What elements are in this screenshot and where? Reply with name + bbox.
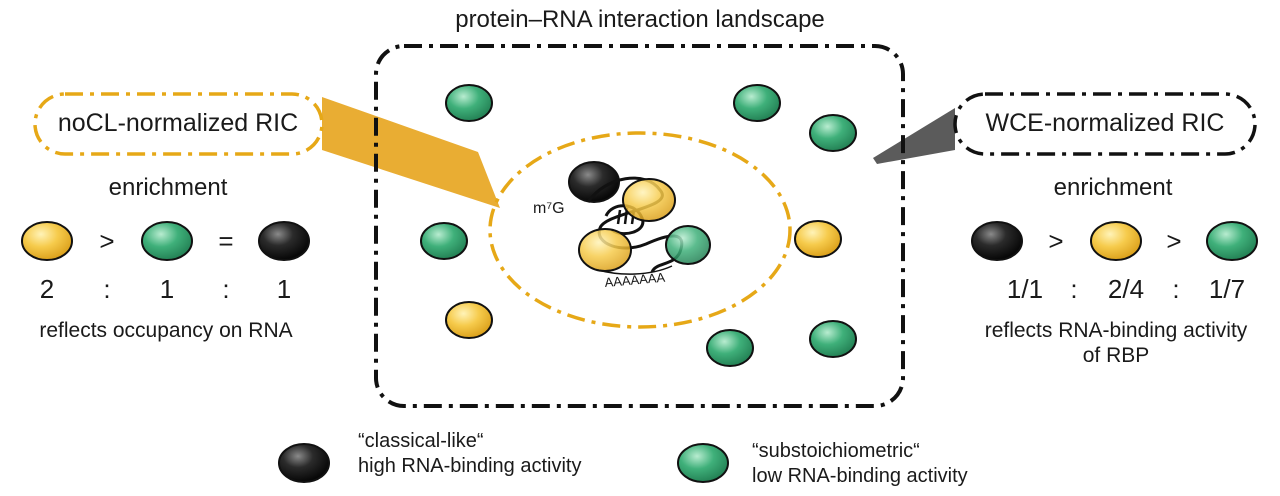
right-ratio-value: 2/4 <box>1107 274 1145 304</box>
free-protein-green <box>445 84 493 122</box>
right-comparison-symbol: > <box>1166 226 1182 256</box>
right-ratio-value: 1/1 <box>1006 274 1044 304</box>
left-enrichment-black <box>258 221 310 261</box>
legend-substoich-line2: low RNA-binding activity <box>752 465 968 487</box>
legend-classical-line1: “classical-like“ <box>358 430 484 452</box>
wce-beam <box>873 108 955 164</box>
landscape-title: protein–RNA interaction landscape <box>455 6 825 33</box>
nocl-method-pill <box>33 92 324 156</box>
free-protein-green <box>809 114 857 152</box>
nocl-method-label: noCL-normalized RIC <box>57 109 299 137</box>
free-protein-green <box>809 320 857 358</box>
bound-protein-black <box>568 161 620 203</box>
free-protein-green <box>733 84 781 122</box>
left-ratio-value: 1 <box>159 274 175 304</box>
bound-protein-yellow <box>578 228 632 272</box>
right-enrichment-black <box>971 221 1023 261</box>
right-comparison-symbol: > <box>1048 226 1064 256</box>
mrnp-complex <box>568 161 711 275</box>
right-ratio-separator: : <box>1070 274 1078 304</box>
left-ratio-separator: : <box>103 274 111 304</box>
right-ratio-separator: : <box>1172 274 1180 304</box>
left-ratio-separator: : <box>222 274 230 304</box>
right-enrichment-yellow <box>1090 221 1142 261</box>
legend-green-icon <box>677 443 729 483</box>
left-enrichment-heading: enrichment <box>108 174 228 201</box>
right-ratio-value: 1/7 <box>1208 274 1246 304</box>
cap-label: m⁷G <box>533 200 565 217</box>
free-protein-yellow <box>445 301 493 339</box>
nocl-beam <box>322 97 500 208</box>
rna-stem-bar <box>616 209 622 225</box>
legend-substoich-line1: “substoichiometric“ <box>752 440 920 462</box>
left-comparison-symbol: > <box>99 226 115 256</box>
bound-protein-yellow <box>622 178 676 222</box>
rna-bound-region <box>488 131 792 329</box>
left-caption: reflects occupancy on RNA <box>39 319 293 342</box>
wce-method-pill <box>953 92 1257 156</box>
right-enrichment-heading: enrichment <box>1053 174 1173 201</box>
landscape-box <box>374 44 905 408</box>
left-enrichment-yellow <box>21 221 73 261</box>
free-protein-yellow <box>794 220 842 258</box>
legend-classical-line2: high RNA-binding activity <box>358 455 582 477</box>
left-ratio-value: 2 <box>39 274 55 304</box>
bound-protein-green <box>665 225 711 265</box>
wce-method-label: WCE-normalized RIC <box>985 109 1225 137</box>
left-enrichment-green <box>141 221 193 261</box>
left-comparison-symbol: = <box>218 226 234 256</box>
right-caption-line2: of RBP <box>1082 344 1150 367</box>
legend-black-icon <box>278 443 330 483</box>
left-ratio-value: 1 <box>276 274 292 304</box>
right-caption-line1: reflects RNA-binding activity <box>984 319 1248 342</box>
free-protein-green <box>420 222 468 260</box>
right-enrichment-green <box>1206 221 1258 261</box>
rna-tail <box>597 265 673 275</box>
free-protein-green <box>706 329 754 367</box>
